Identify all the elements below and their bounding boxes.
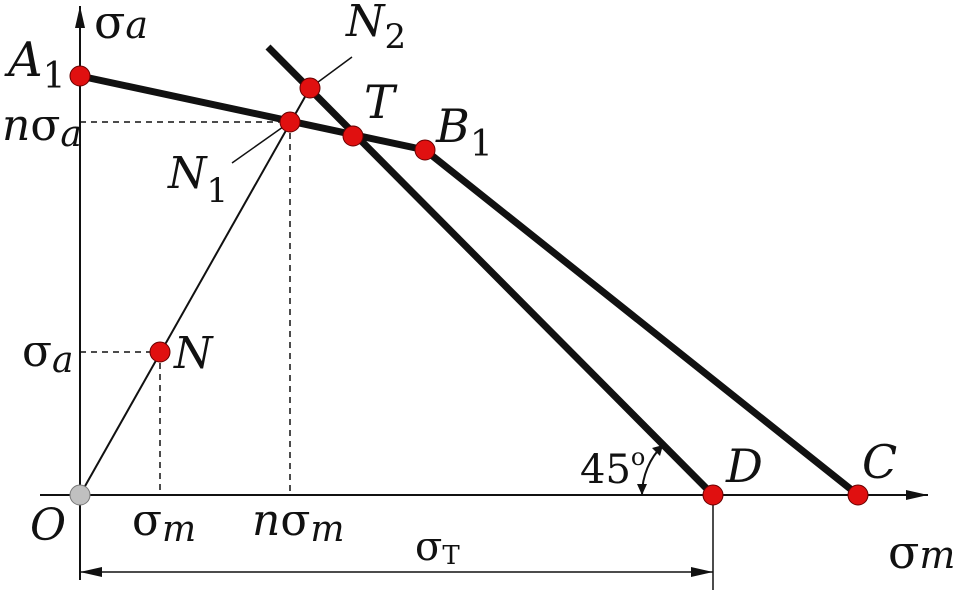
leader-n1 [231,121,291,164]
point-t [342,125,364,147]
point-n2 [299,77,321,99]
x-tick-n-sigma-m: nσm [252,495,345,550]
point-n [149,341,171,363]
point-d [702,484,724,506]
origin-label: O [30,500,66,551]
y-axis-label: σa [94,0,148,49]
label-a1: A1 [4,32,66,97]
point-a1 [69,65,91,87]
x-axis-label: σm [888,525,955,579]
point-origin [69,484,91,506]
point-n1 [279,111,301,133]
dimension-label: σT [415,524,460,571]
point-c [847,484,869,506]
x-tick-sigma-m: σm [132,495,196,550]
point-b1 [414,139,436,161]
angle-arrow-icon [652,445,663,456]
label-d: D [725,439,763,493]
angle-arrow-icon-2 [637,484,647,495]
label-t: T [364,75,398,129]
label-n: N [173,328,214,379]
label-b1: B1 [435,99,493,165]
angle-label: 45o [580,443,645,493]
line-yield-45 [265,44,716,498]
y-tick-n-sigma-a: nσa [2,100,82,155]
y-tick-sigma-a: σa [22,326,74,381]
label-n2: N2 [345,0,406,57]
label-n1: N1 [167,148,228,211]
label-c: C [862,435,897,489]
load-ray [79,87,311,496]
